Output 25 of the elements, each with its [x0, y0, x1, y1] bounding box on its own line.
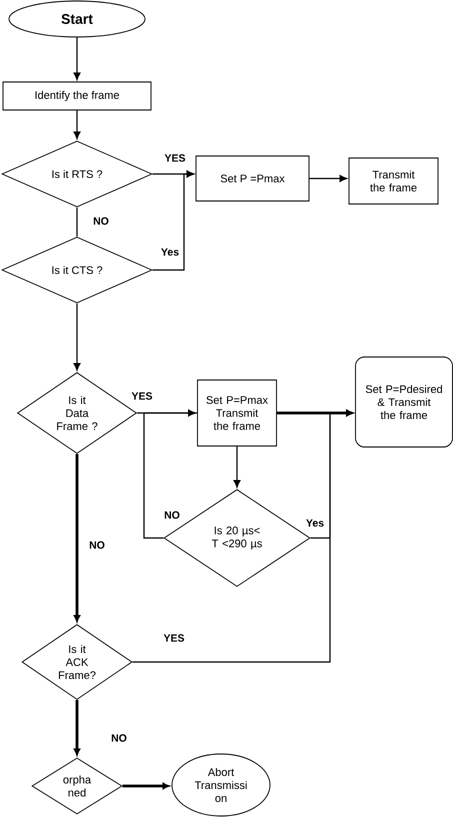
connector-line — [76, 207, 78, 237]
arrow — [74, 303, 80, 371]
arrow — [309, 175, 348, 182]
process-box: Identify the frame — [2, 82, 152, 110]
arrow — [74, 110, 80, 140]
arrow — [74, 454, 80, 622]
edge-label: NO — [110, 733, 128, 743]
edge-label: NO — [163, 510, 181, 520]
process-box: Transmit the frame — [348, 158, 438, 204]
connector-line — [143, 412, 198, 539]
arrow — [74, 700, 80, 756]
arrow — [132, 410, 354, 663]
edge-label: YES — [164, 153, 186, 163]
process-box: Set P=Pmax Transmit the frame — [197, 380, 277, 446]
edge-label: Yes — [160, 247, 180, 257]
edge-label: NO — [92, 216, 110, 226]
arrow — [74, 37, 80, 80]
edge-label: YES — [162, 633, 186, 643]
rounded-box: Set P=Pdesired & Transmit the frame — [355, 356, 453, 448]
arrow — [234, 446, 240, 488]
edge-label: NO — [88, 540, 106, 550]
process-box: Set P =Pmax — [196, 156, 310, 202]
arrow — [136, 410, 196, 416]
arrow — [152, 170, 194, 271]
arrow — [122, 782, 170, 790]
